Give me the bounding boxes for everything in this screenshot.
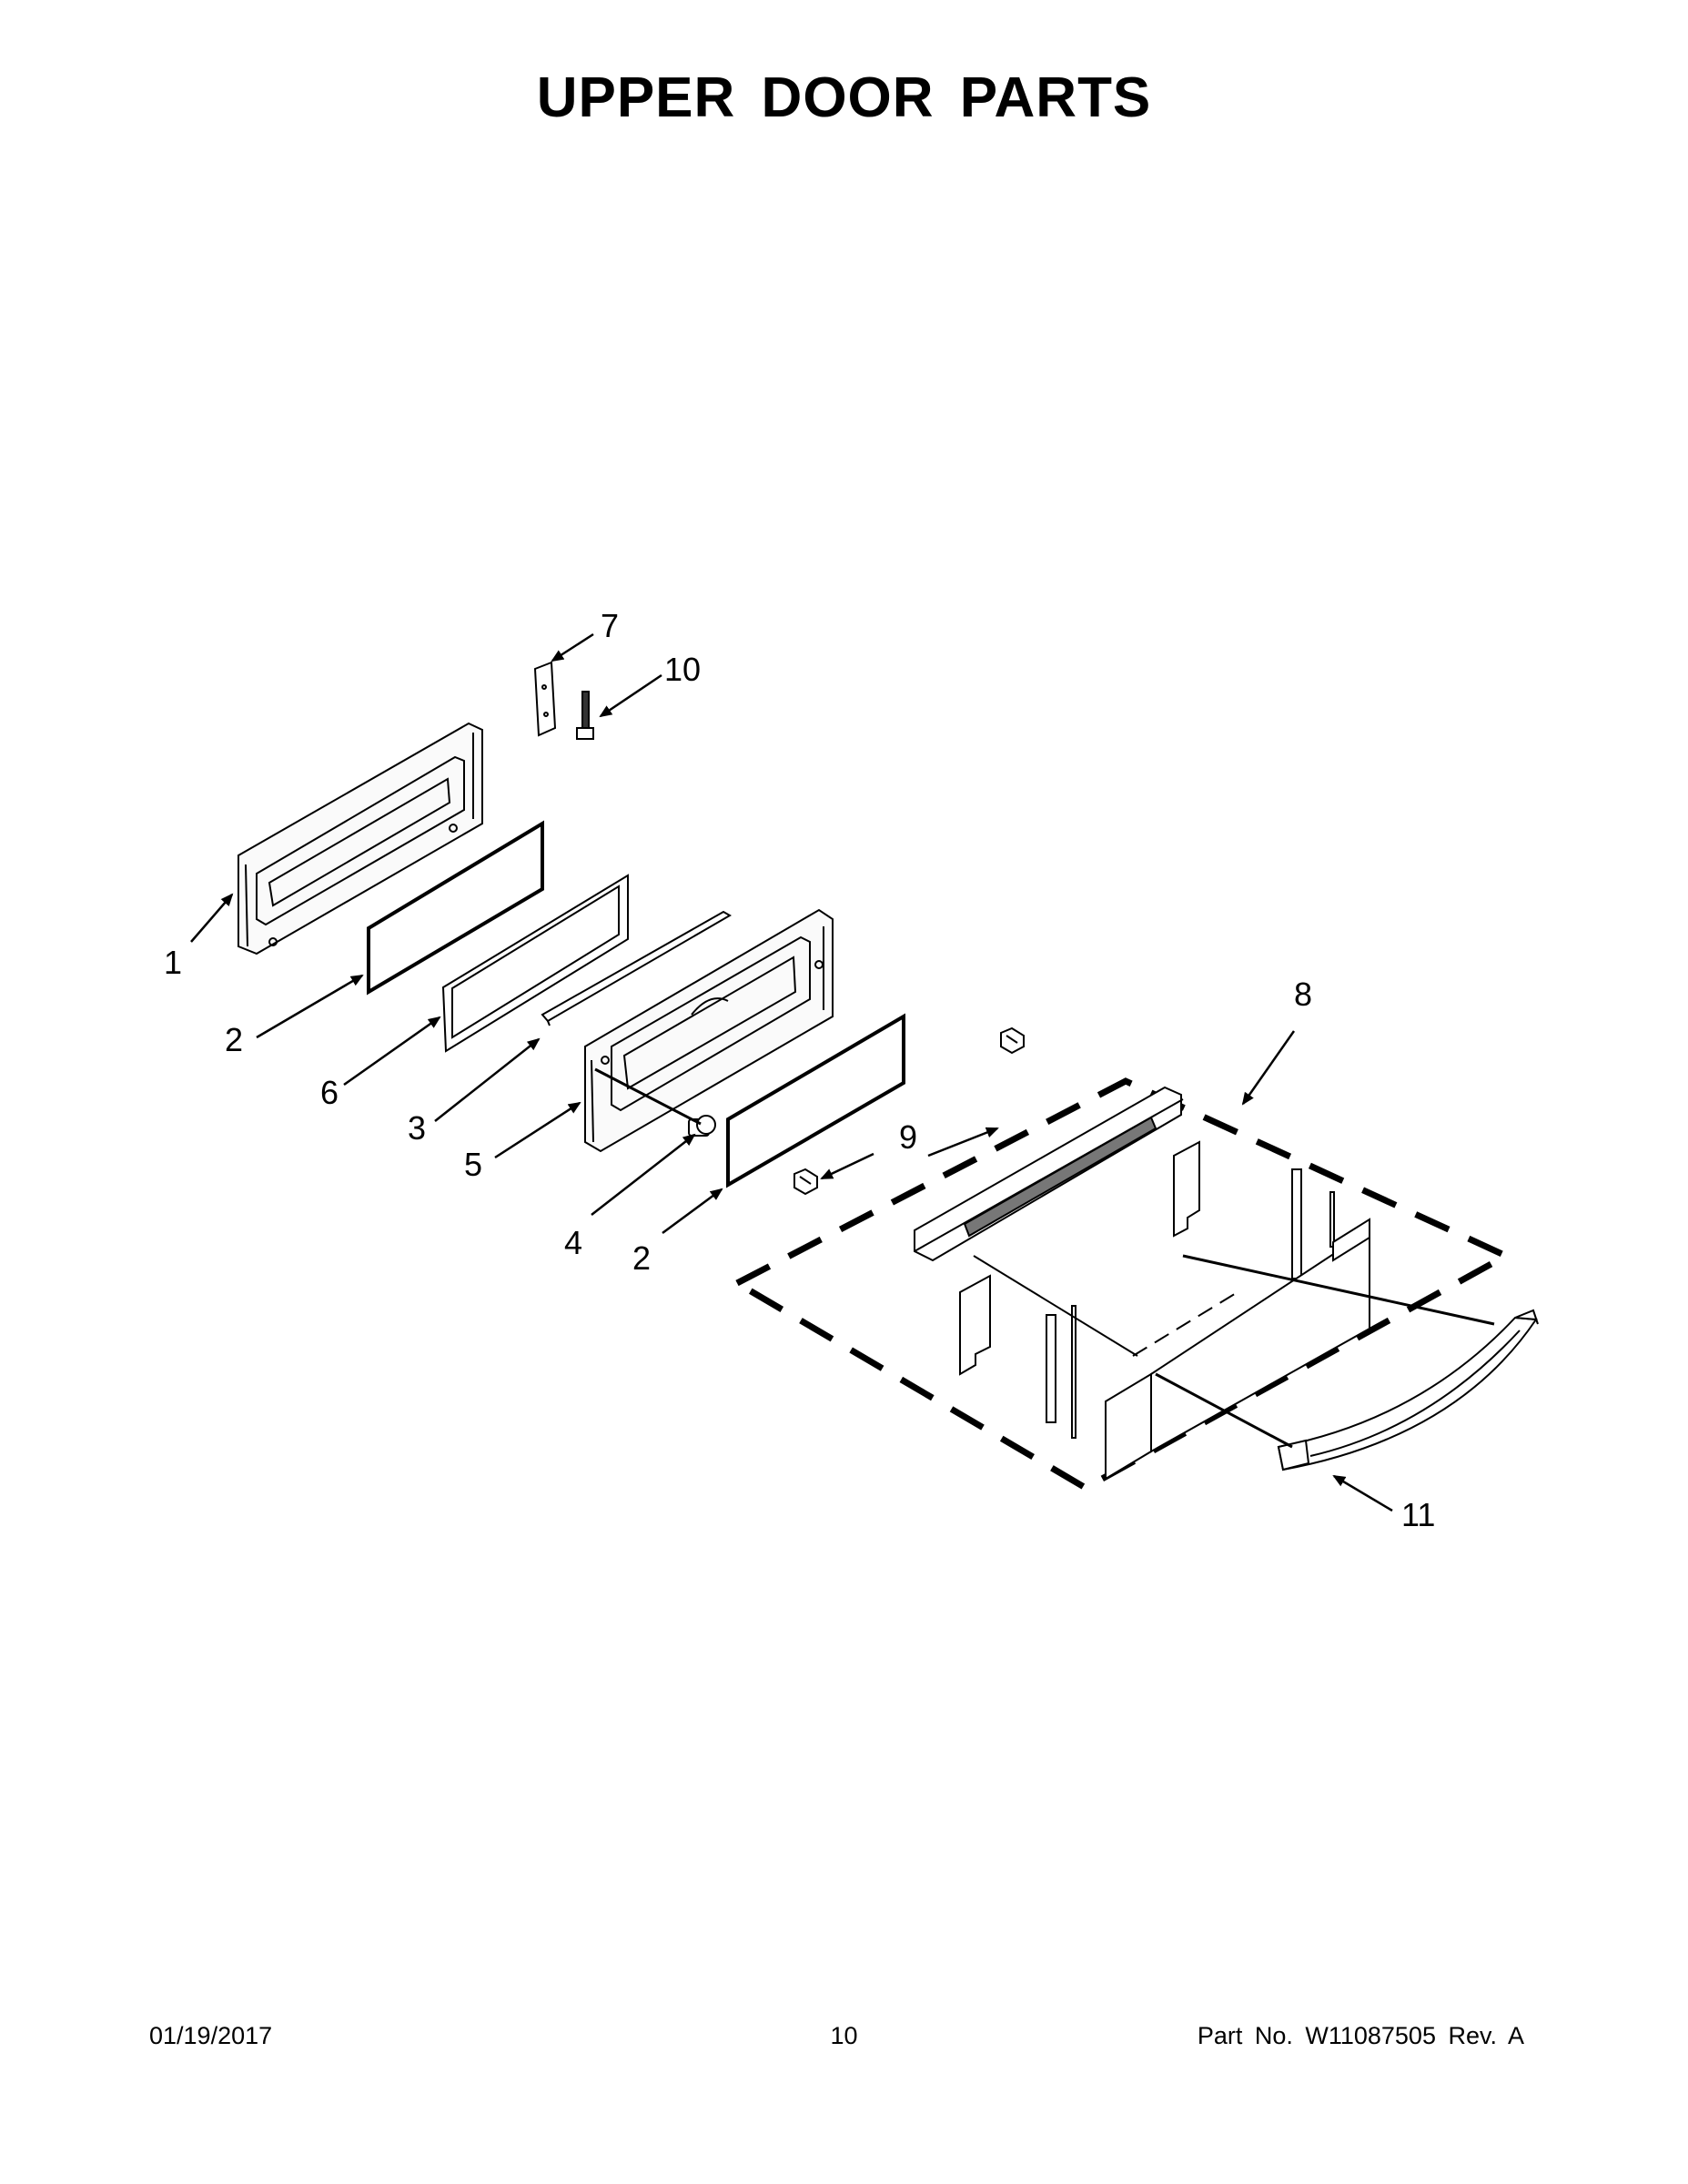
callout-2-lower: 2 [632,1239,651,1277]
part-gasket [441,874,629,1053]
part-bracket-lower [793,1168,818,1196]
callout-1: 1 [164,944,182,981]
part-handle [1155,1254,1539,1471]
part-hinge-latch [576,691,594,740]
callout-4: 4 [564,1224,582,1261]
callout-3: 3 [408,1109,426,1147]
part-trim-strip [541,910,733,1026]
footer-part-number: Part No. W11087505 Rev. A [1197,2022,1524,2049]
callout-5: 5 [464,1146,482,1183]
part-glass-panel-lower [726,1013,905,1188]
part-door-outer-frame [238,722,483,956]
callout-10: 10 [664,651,701,688]
part-inner-door-frame [584,908,834,1153]
callout-11: 11 [1401,1496,1435,1533]
footer-page-number: 10 [830,2022,858,2049]
callout-6: 6 [320,1074,339,1111]
callout-8: 8 [1294,976,1312,1013]
leader-arrows [190,632,1393,1512]
callout-9: 9 [899,1118,917,1156]
part-8-assembly-boundary [730,1077,1513,1492]
part-hinge-plate [533,661,557,737]
part-bracket-upper [1000,1026,1025,1055]
callout-labels: 1 2 6 3 5 4 2 7 10 8 9 11 [164,607,1435,1533]
part-glass-panel-upper [367,820,544,996]
callout-2: 2 [225,1021,243,1058]
callout-7: 7 [601,607,619,644]
footer-date: 01/19/2017 [149,2022,273,2049]
part-roller [594,1067,716,1137]
page-title: UPPER DOOR PARTS [536,66,1152,129]
